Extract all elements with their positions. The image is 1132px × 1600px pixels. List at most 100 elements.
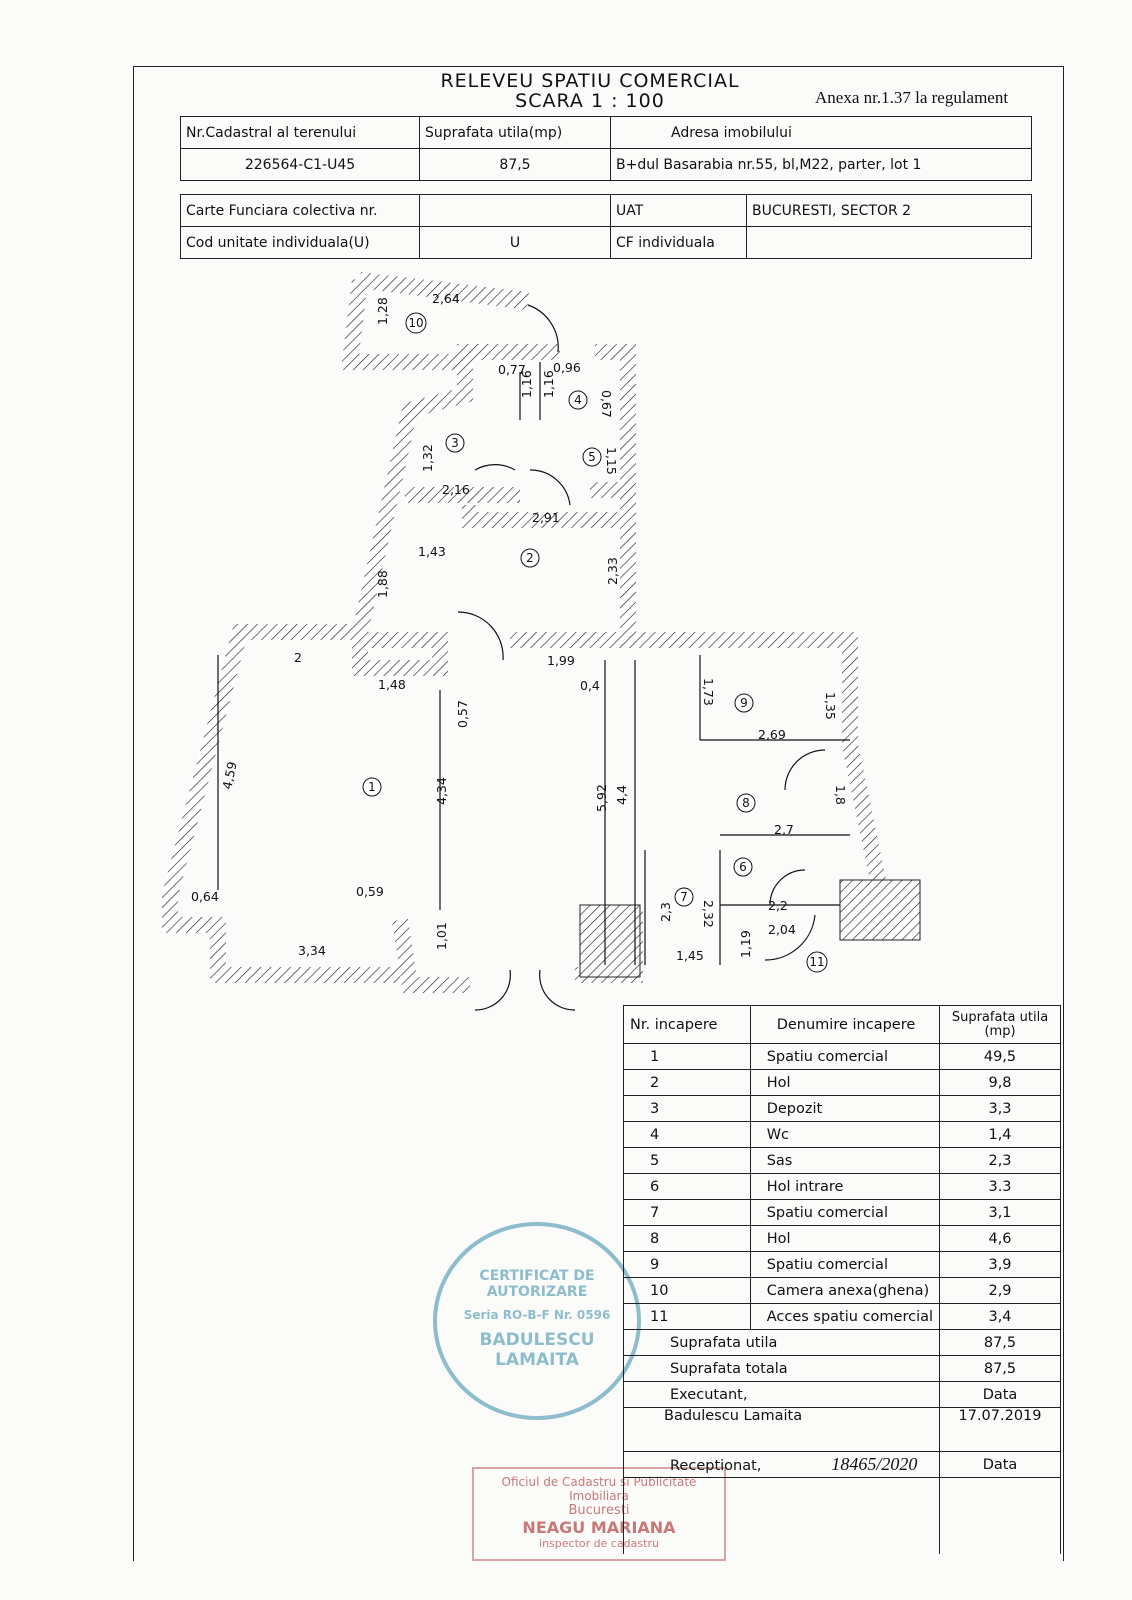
svg-text:4: 4 <box>574 393 582 407</box>
room-name: Camera anexa(ghena) <box>749 1277 941 1304</box>
room-name: Spatiu comercial <box>749 1043 941 1070</box>
room-number-1: 1 <box>362 777 382 797</box>
dim-label: 2,33 <box>605 557 620 585</box>
dim-label: 2,2 <box>768 898 788 913</box>
uat-value: BUCURESTI, SECTOR 2 <box>746 194 1032 227</box>
received-signature-cell <box>622 1477 941 1554</box>
room-name: Hol <box>749 1069 941 1096</box>
room-number-2: 2 <box>520 548 540 568</box>
annex-label: Anexa nr.1.37 la regulament <box>815 88 1009 107</box>
room-area: 3,9 <box>939 1251 1061 1278</box>
dim-label: 1,01 <box>434 922 449 950</box>
dim-label: 2,7 <box>774 822 794 837</box>
dim-label: 2,04 <box>768 922 796 937</box>
total-area-value: 87,5 <box>939 1355 1061 1382</box>
dim-label: 1,45 <box>676 948 704 963</box>
dim-label: 0,59 <box>356 884 384 899</box>
cadastral-header: Nr.Cadastral al terenului <box>180 116 420 149</box>
room-number-11: 11 <box>806 951 828 973</box>
room-name: Depozit <box>749 1095 941 1122</box>
received-date-label: Data <box>939 1451 1061 1478</box>
dim-label: 0,64 <box>191 889 219 904</box>
dim-label: 2,91 <box>532 510 560 525</box>
room-name: Acces spatiu comercial <box>749 1303 941 1330</box>
room-number-7: 7 <box>674 887 694 907</box>
room-number: 3 <box>623 1095 751 1122</box>
total-area-label: Suprafata totala <box>622 1355 941 1382</box>
room-number-6: 6 <box>733 857 753 877</box>
svg-text:6: 6 <box>739 860 747 874</box>
dim-label: 1,16 <box>541 370 556 398</box>
dim-label: 2 <box>294 650 302 665</box>
dim-label: 0,67 <box>599 390 614 418</box>
dim-label: 3,34 <box>298 943 326 958</box>
rooms-table: Nr. incapere Denumire incapere Suprafata… <box>622 1005 1061 1554</box>
dim-label: 1,99 <box>547 653 575 668</box>
svg-text:10: 10 <box>408 316 423 330</box>
interior-lines <box>217 304 850 1011</box>
dim-label: 1,73 <box>701 678 716 706</box>
room-area: 2,9 <box>939 1277 1061 1304</box>
page-frame <box>133 66 1064 1561</box>
wall-block <box>839 879 921 941</box>
dim-label: 2,64 <box>432 291 460 306</box>
received-date-cell <box>939 1477 1061 1554</box>
room-number: 2 <box>623 1069 751 1096</box>
room-number-9: 9 <box>734 693 754 713</box>
svg-text:7: 7 <box>680 890 688 904</box>
dim-label: 1,28 <box>375 297 390 325</box>
walls <box>162 272 886 993</box>
header-room-number: Nr. incapere <box>623 1005 751 1044</box>
room-area: 4,6 <box>939 1225 1061 1252</box>
dim-label: 0,96 <box>553 360 581 375</box>
room-area: 3,3 <box>939 1095 1061 1122</box>
scale-label: SCARA 1 : 100 <box>515 90 665 112</box>
dim-label: 0,57 <box>455 700 470 728</box>
document-title: RELEVEU SPATIU COMERCIAL <box>440 70 740 92</box>
dim-label: 2,32 <box>701 900 716 928</box>
dim-label: 5,92 <box>594 784 609 812</box>
cf-individuala-label: CF individuala <box>610 226 747 259</box>
svg-text:9: 9 <box>740 696 748 710</box>
useful-area-label: Suprafata utila <box>622 1329 941 1356</box>
room-area: 3,4 <box>939 1303 1061 1330</box>
dim-label: 4,59 <box>219 760 239 790</box>
dim-label: 2,16 <box>442 482 470 497</box>
dim-label: 4,34 <box>434 777 449 805</box>
useful-area-value: 87,5 <box>939 1329 1061 1356</box>
room-number: 7 <box>623 1199 751 1226</box>
room-number: 9 <box>623 1251 751 1278</box>
dim-label: 1,8 <box>833 785 848 805</box>
room-area: 3.3 <box>939 1173 1061 1200</box>
room-area: 49,5 <box>939 1043 1061 1070</box>
executant-date: 17.07.2019 <box>939 1407 1061 1452</box>
svg-text:8: 8 <box>742 796 750 810</box>
info-table: Nr.Cadastral al terenului Suprafata util… <box>180 116 1032 181</box>
room-number-5: 5 <box>582 447 602 467</box>
dimension-labels: 2,64 1,28 0,77 0,96 1,16 1,16 0,67 1,32 … <box>191 291 848 963</box>
address-value: B+dul Basarabia nr.55, bl,M22, parter, l… <box>610 148 1032 181</box>
room-name: Spatiu comercial <box>749 1251 941 1278</box>
dim-label: 2,3 <box>658 902 673 922</box>
dim-label: 1,43 <box>418 544 446 559</box>
room-number: 1 <box>623 1043 751 1070</box>
dim-label: 1,19 <box>738 930 753 958</box>
svg-text:1: 1 <box>368 780 376 794</box>
svg-text:2: 2 <box>526 551 534 565</box>
cod-unitate-label: Cod unitate individuala(U) <box>180 226 420 259</box>
wall-pillar <box>579 904 641 978</box>
dim-label: 0,77 <box>498 362 526 377</box>
room-name: Spatiu comercial <box>749 1199 941 1226</box>
room-area: 2,3 <box>939 1147 1061 1174</box>
executant-name: Badulescu Lamaita <box>622 1407 941 1452</box>
